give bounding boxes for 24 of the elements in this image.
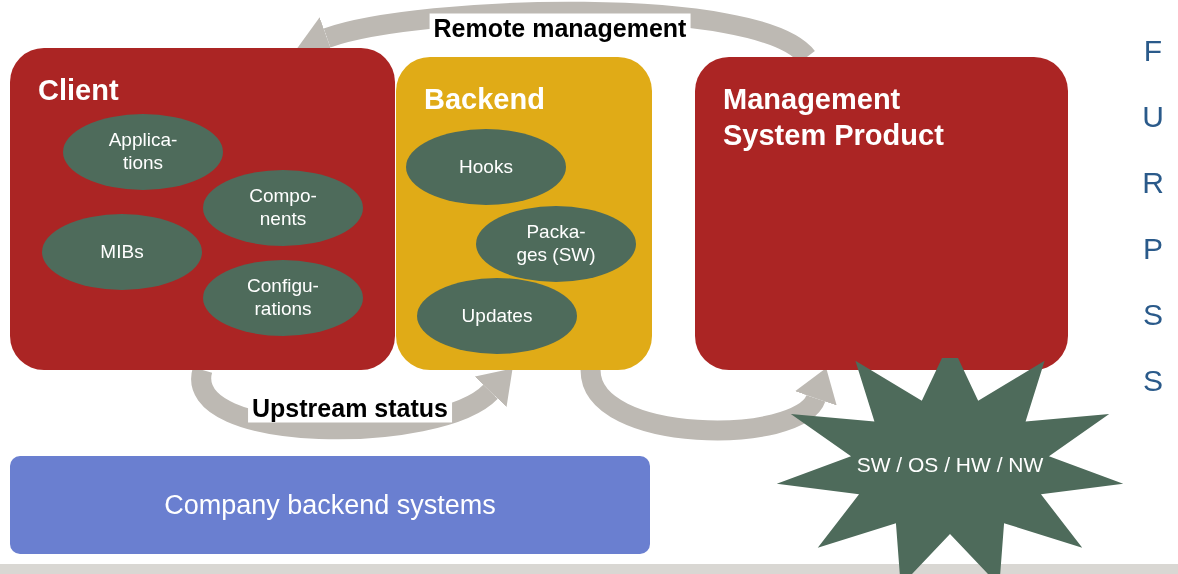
system-bar — [10, 456, 650, 554]
rounded-panel — [695, 57, 1068, 370]
edge-label: Remote management — [429, 13, 691, 43]
curved-arrow — [580, 367, 835, 441]
rounded-panel — [10, 48, 395, 370]
side-letter: S — [1142, 298, 1164, 332]
side-letter: F — [1142, 34, 1164, 68]
ellipse-label: MIBs — [99, 240, 145, 264]
bar-label: Company backend systems — [164, 489, 496, 521]
panel-title: Backend — [424, 82, 546, 117]
ellipse-label: Configu- rations — [246, 275, 320, 321]
ellipse-label: Updates — [460, 304, 534, 328]
side-letter: R — [1141, 166, 1165, 200]
starburst-label: SW / OS / HW / NW — [856, 453, 1044, 477]
ellipse-label: Hooks — [458, 155, 514, 179]
ellipse-label: Compo- nents — [248, 185, 318, 231]
panel-title: Management System Product — [723, 82, 945, 154]
ellipse-label: Applica- tions — [107, 129, 179, 175]
rounded-panel — [396, 57, 652, 370]
side-letter: U — [1141, 100, 1165, 134]
side-letter: P — [1142, 232, 1164, 266]
side-letter: S — [1142, 364, 1164, 398]
ellipse-label: Packa- ges (SW) — [515, 221, 597, 267]
panel-title: Client — [38, 73, 120, 108]
